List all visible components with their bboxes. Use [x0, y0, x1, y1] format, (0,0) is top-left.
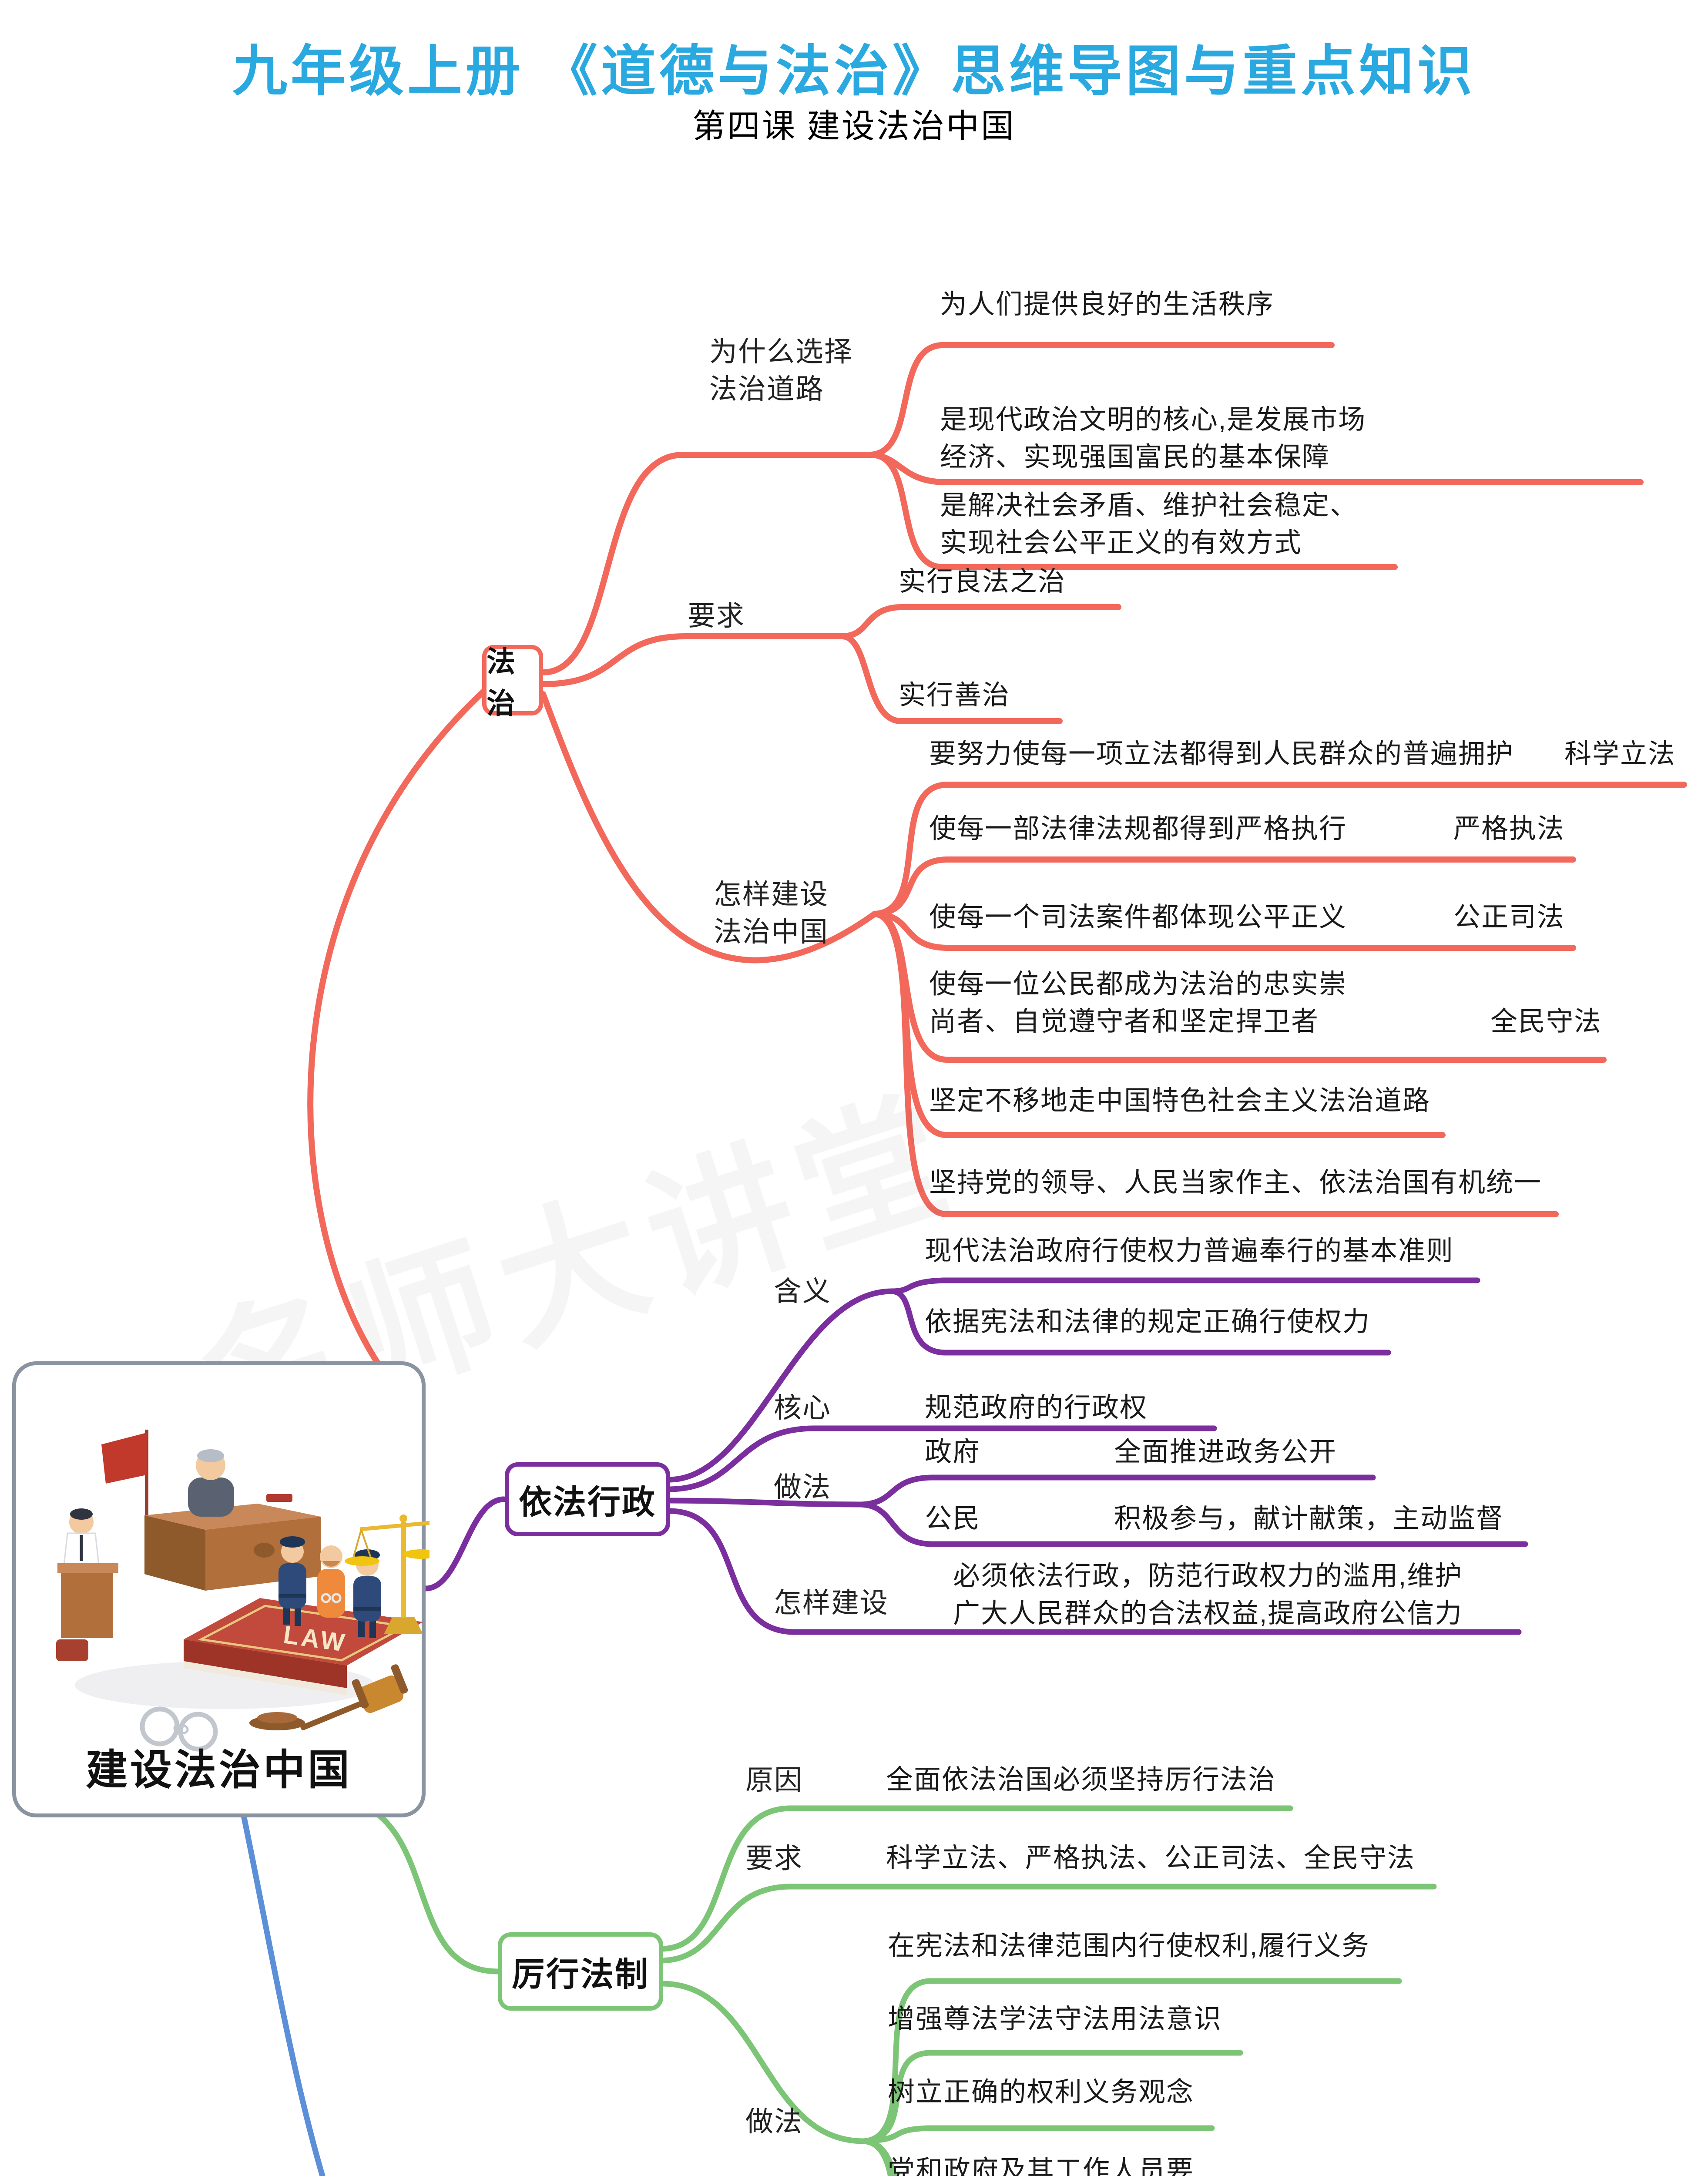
- item-text: 是现代政治文明的核心,是发展市场 经济、实现强国富民的基本保障: [940, 405, 1366, 472]
- item-text: 必须依法行政，防范行政权力的滥用,维护 广大人民群众的合法权益,提高政府公信力: [953, 1561, 1463, 1629]
- item-text: 使每一个司法案件都体现公平正义: [929, 902, 1347, 932]
- handcuffs-icon: [140, 1706, 218, 1752]
- center-node-label: 建设法治中国: [86, 1747, 352, 1793]
- item-text: 坚定不移地走中国特色社会主义法治道路: [929, 1086, 1431, 1116]
- item-text: 现代法治政府行使权力普遍奉行的基本准则: [925, 1236, 1454, 1266]
- item-text: 规范政府的行政权: [925, 1393, 1148, 1423]
- item-text: 要努力使每一项立法都得到人民群众的普遍拥护: [929, 739, 1514, 769]
- sublabel-how-build-yifa: 怎样建设: [774, 1587, 889, 1619]
- branch-yifaxingzheng-curves: [423, 1277, 1528, 1635]
- sublabel-hanyi: 含义: [774, 1276, 831, 1307]
- item-text: 坚持党的领导、人民当家作主、依法治国有机统一: [929, 1168, 1542, 1198]
- item-text: 党和政府及其工作人员要 带头尊法学法守法用法: [888, 2156, 1195, 2176]
- branch-node-yifaxingzheng: 依法行政: [505, 1462, 670, 1536]
- branch-node-lixingfazhi: 厉行法制: [498, 1932, 663, 2011]
- item-tag: 公正司法: [1453, 902, 1565, 932]
- judge-icon: [188, 1449, 234, 1517]
- sublabel-yuanyin: 原因: [745, 1764, 803, 1796]
- item-text: 依据宪法和法律的规定正确行使权力: [925, 1307, 1371, 1337]
- item-text: 为人们提供良好的生活秩序: [940, 289, 1275, 319]
- item-tag: 严格执法: [1453, 814, 1565, 844]
- law-book-icon: LAW: [184, 1598, 423, 1695]
- sublabel-zuofa: 做法: [774, 1471, 831, 1503]
- scales-icon: [345, 1514, 430, 1634]
- sublabel-yaoqiu-lixing: 要求: [745, 1843, 803, 1874]
- center-node: LAW: [12, 1361, 430, 1817]
- item-text: 使每一位公民都成为法治的忠实崇 尚者、自觉遵守者和坚定捍卫者: [929, 969, 1347, 1037]
- item-text: 是解决社会矛盾、维护社会稳定、 实现社会公平正义的有效方式: [940, 490, 1358, 558]
- item-text: 全面推进政务公开: [1114, 1437, 1337, 1467]
- sublabel-why-fazhi: 为什么选择 法治道路: [709, 336, 853, 405]
- item-text: 实行善治: [899, 680, 1010, 710]
- item-text: 增强尊法学法守法用法意识: [888, 2004, 1222, 2034]
- center-illustration: LAW: [56, 1430, 430, 1752]
- branch-fazhi-curves: [307, 342, 1687, 1366]
- item-text: 全面依法治国必须坚持厉行法治: [886, 1765, 1276, 1795]
- gavel-icon: [249, 1664, 408, 1730]
- page-subtitle: 第四课 建设法治中国: [692, 108, 1016, 145]
- item-text: 积极参与，献计献策，主动监督: [1114, 1504, 1504, 1534]
- item-tag: 科学立法: [1564, 739, 1676, 769]
- lawyer-icon: [56, 1508, 118, 1661]
- prisoner-icon: [317, 1545, 345, 1618]
- item-text: 树立正确的权利义务观念: [888, 2077, 1195, 2107]
- page-title: 九年级上册 《道德与法治》思维导图与重点知识: [232, 40, 1476, 102]
- sublabel-yaoqiu: 要求: [688, 600, 745, 631]
- item-text: 科学立法、严格执法、公正司法、全民守法: [886, 1843, 1416, 1873]
- item-prefix: 公民: [925, 1504, 981, 1534]
- item-tag: 全民守法: [1490, 1007, 1602, 1037]
- sublabel-hexin: 核心: [774, 1392, 831, 1424]
- flag-icon: [101, 1430, 148, 1522]
- item-text: 在宪法和法律范围内行使权利,履行义务: [888, 1931, 1370, 1961]
- item-text: 使每一部法律法规都得到严格执行: [929, 814, 1347, 844]
- item-text: 实行良法之治: [899, 567, 1066, 597]
- sublabel-zuofa-lixing: 做法: [745, 2106, 803, 2137]
- branch-dezhi-curves: [241, 1813, 325, 2176]
- sublabel-how-build: 怎样建设 法治中国: [714, 879, 829, 947]
- branch-lixingfazhi-curves: [376, 1805, 1437, 2176]
- branch-node-fazhi: 法治: [482, 645, 543, 719]
- item-prefix: 政府: [925, 1437, 981, 1467]
- police-officer-icon: [279, 1536, 306, 1626]
